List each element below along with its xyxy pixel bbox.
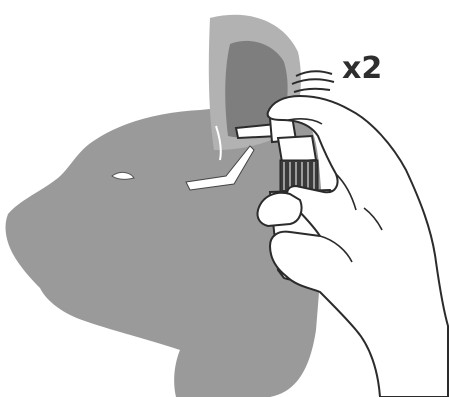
dog-eye — [111, 171, 135, 180]
thumb — [256, 191, 303, 228]
ear-canal-highlight — [185, 145, 255, 191]
spray-motion-lines — [291, 70, 335, 93]
hand — [266, 95, 449, 397]
hand-creases — [287, 118, 383, 263]
spray-bottle-neck — [276, 134, 318, 164]
ear-canal-line — [215, 125, 222, 161]
dose-count-label: x2 — [342, 51, 383, 86]
